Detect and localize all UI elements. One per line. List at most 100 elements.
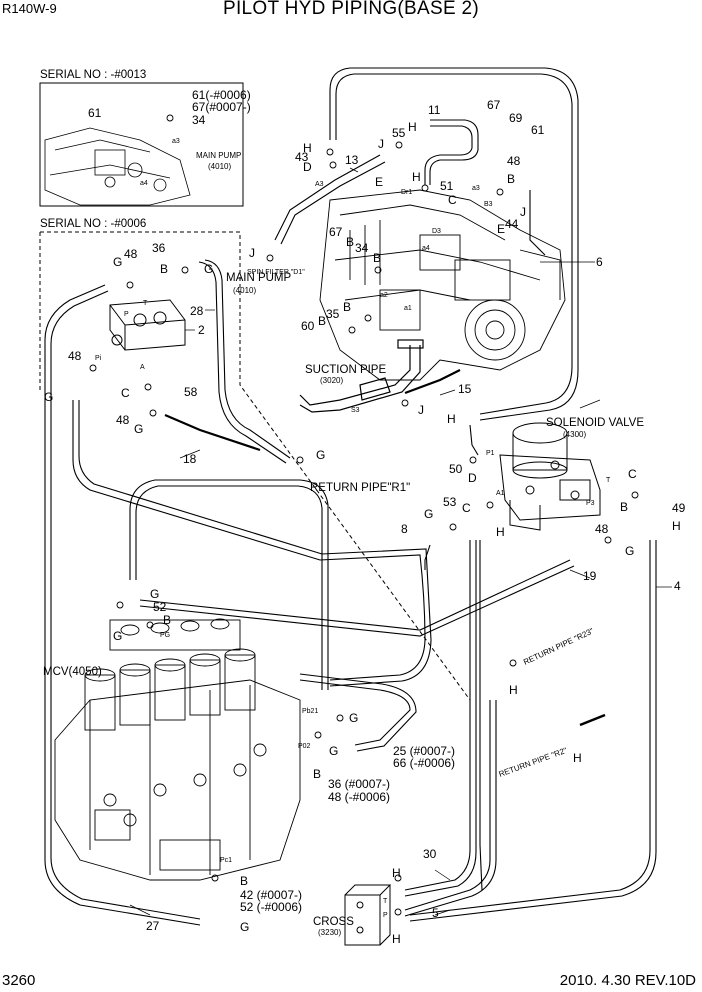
port-pc1: Pc1 — [220, 857, 232, 864]
callout-h-50: H — [447, 412, 456, 426]
callout-h-11: H — [408, 120, 417, 134]
callout-h-r23: H — [509, 683, 518, 697]
port-a1: a1 — [404, 305, 412, 312]
callout-4: 4 — [674, 579, 681, 593]
inset-main-pump-label: MAIN PUMP — [196, 151, 241, 160]
hose-left-loop-inner — [78, 400, 432, 687]
callout-34-inset: 34 — [192, 113, 206, 127]
callout-g-left: G — [44, 390, 53, 404]
callout-h-49: H — [672, 519, 681, 533]
callout-g-return: G — [316, 448, 325, 462]
hose-27 — [44, 284, 201, 926]
callout-19: 19 — [583, 569, 597, 583]
hose-8 — [424, 544, 431, 570]
port-p1: P1 — [486, 450, 495, 457]
callout-61-inset: 61 — [88, 106, 102, 120]
callout-48-low: 48 (-#0006) — [328, 790, 390, 804]
callout-25: 25 (#0007-) — [393, 744, 455, 758]
callout-g-52: G — [150, 587, 159, 601]
port-a2: a2 — [380, 292, 388, 299]
cross-label: CROSS — [313, 916, 354, 928]
callout-2: 2 — [198, 323, 205, 337]
port-a1-valve: A1 — [496, 490, 505, 497]
callout-h-30: H — [392, 866, 401, 880]
callout-g-48: G — [113, 255, 122, 269]
callout-b-35: B — [343, 300, 351, 314]
callout-49: 49 — [672, 501, 686, 515]
port-p3: P3 — [586, 500, 595, 507]
callout-69: 69 — [509, 111, 523, 125]
callout-48-valve: 48 — [595, 522, 609, 536]
inset-main-pump-code: (4010) — [208, 162, 231, 171]
serial-mid-label: SERIAL NO : -#0006 — [40, 218, 146, 230]
callout-c-block: C — [121, 386, 130, 400]
callout-g-28: G — [204, 262, 213, 276]
callout-b-34: B — [346, 235, 354, 249]
callout-e-44: E — [497, 222, 505, 236]
callout-48-top: 48 — [507, 154, 521, 168]
callout-48-block-low: 48 — [116, 413, 130, 427]
pilot-block — [109, 299, 186, 351]
spin-filter-label: SPIN FILTER "D1" — [247, 269, 305, 276]
port-a-block: A — [140, 364, 145, 371]
callout-67-top: 67 — [487, 98, 501, 112]
callout-c-49: C — [628, 467, 637, 481]
callout-h-53: H — [496, 525, 505, 539]
pipe-pilot-mcv — [129, 479, 329, 690]
port-t-valve: T — [606, 477, 611, 484]
hose-28 — [204, 259, 291, 459]
port-t-block: T — [143, 300, 148, 307]
callout-b-top: B — [507, 172, 515, 186]
callout-36-low: 36 (#0007-) — [328, 777, 390, 791]
solenoid-valve-body — [499, 422, 601, 531]
suction-pipe-code: (3020) — [320, 376, 343, 385]
pipe-pilot-mcv-inner — [135, 485, 323, 690]
solenoid-valve-code: (4300) — [563, 430, 586, 439]
mcv-label: MCV(4050) — [43, 666, 102, 678]
hose-30 — [404, 540, 471, 891]
callout-48-block-top: 48 — [124, 247, 138, 261]
serial-0013-inset-frame — [39, 82, 244, 207]
callout-42: 42 (#0007-) — [240, 888, 302, 902]
hose-11-inner — [424, 125, 473, 185]
callout-b-36: B — [160, 262, 168, 276]
hose-lines — [44, 67, 657, 926]
callout-15: 15 — [458, 382, 472, 396]
callout-30: 30 — [423, 847, 437, 861]
callout-b-pump: B — [373, 251, 381, 265]
revision-date: 2010. 4.30 REV.10D — [559, 972, 696, 989]
inset-pump-body — [44, 127, 191, 206]
main-pump-body — [319, 189, 566, 381]
model-name: R140W-9 — [2, 1, 57, 16]
callout-52: 52 — [153, 600, 167, 614]
port-a3-inset: a3 — [172, 138, 180, 145]
port-s3: S3 — [351, 407, 360, 414]
suction-pipe — [299, 339, 424, 413]
callout-d: D — [303, 160, 312, 174]
page-title: PILOT HYD PIPING(BASE 2) — [222, 0, 480, 19]
callout-e: E — [375, 175, 383, 189]
port-a3-hose: A3 — [315, 181, 324, 188]
port-b3: B3 — [484, 201, 493, 208]
hose-19 — [139, 559, 571, 631]
callout-5: 5 — [432, 906, 439, 920]
port-pi: Pi — [95, 355, 102, 362]
port-p02: P02 — [298, 743, 311, 750]
hose-25 — [299, 679, 411, 746]
callout-51: 51 — [440, 179, 454, 193]
callout-g-25: G — [329, 744, 338, 758]
callout-c-53: C — [462, 501, 471, 515]
callout-g-27: G — [240, 920, 249, 934]
suction-pipe-label: SUCTION PIPE — [305, 364, 386, 376]
callout-66: 66 (-#0006) — [393, 756, 455, 770]
main-pump-label: MAIN PUMP — [226, 272, 292, 284]
hose-5-inner — [404, 700, 497, 917]
hose-28-inner — [198, 261, 287, 464]
callout-6: 6 — [596, 255, 603, 269]
port-pg: PG — [160, 632, 170, 639]
callout-g-pb21: G — [349, 711, 358, 725]
callout-j-13: J — [378, 137, 384, 151]
cross-code: (3230) — [318, 928, 341, 937]
callout-b-52: B — [163, 613, 171, 627]
